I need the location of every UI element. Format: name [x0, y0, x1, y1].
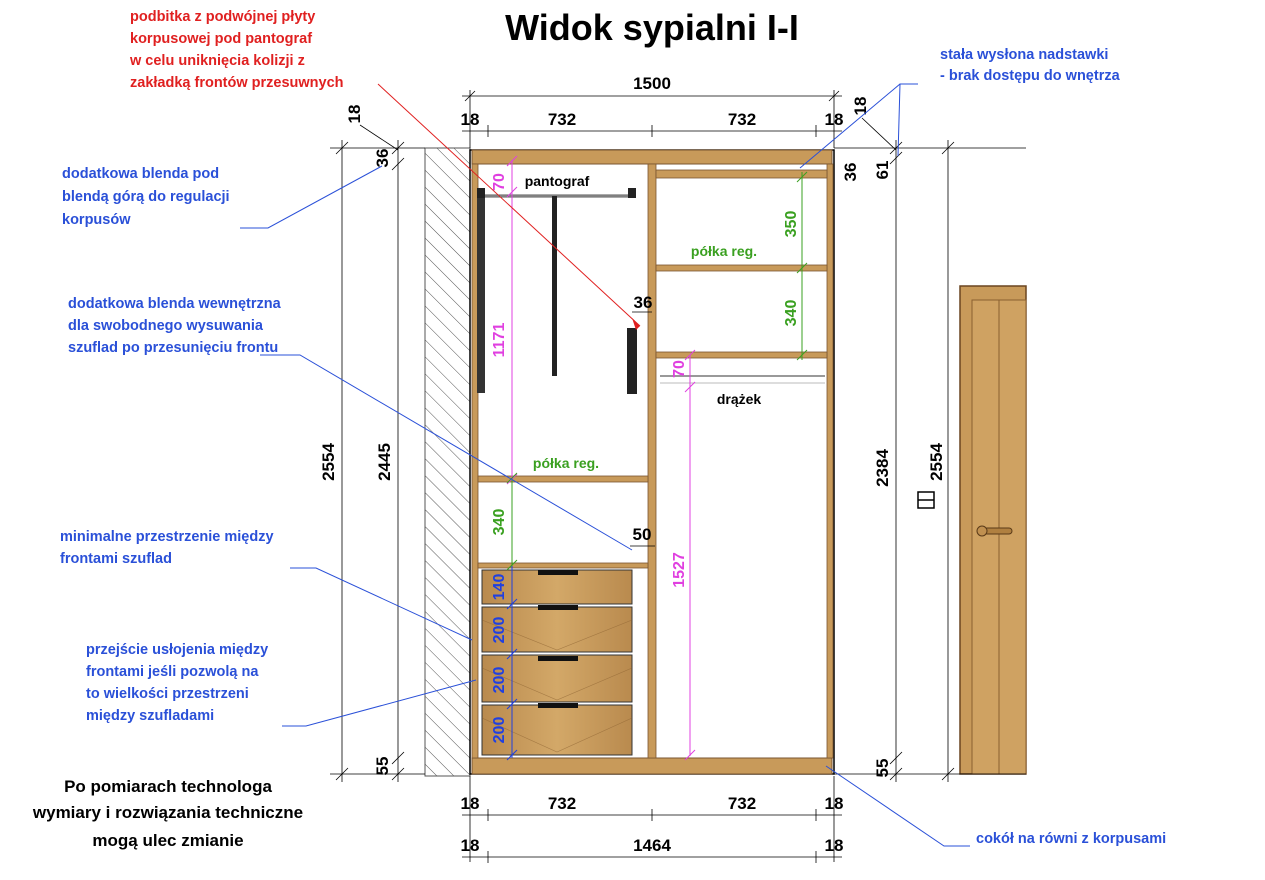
- dim-left-inner: 2445: [375, 443, 394, 481]
- note-plinth: cokół na równi z korpusami: [976, 831, 1166, 847]
- socket-icon: [917, 491, 935, 509]
- dim-right-inner: 2384: [873, 449, 892, 487]
- note-pantograph-backing: podbitka z podwójnej płyty korpusowej po…: [129, 9, 344, 91]
- svg-text:blendą górą do regulacji: blendą górą do regulacji: [62, 189, 230, 205]
- drawer-handle-3: [538, 656, 578, 661]
- pantograph-mechanism: [477, 188, 637, 394]
- dim-shelf-gap-left: 340: [491, 509, 508, 536]
- dim-top-total: 1500: [633, 74, 671, 93]
- svg-text:Po pomiarach technologa: Po pomiarach technologa: [64, 777, 272, 796]
- dim-panto-top: 70: [491, 173, 508, 191]
- drawer-front-4: [481, 704, 633, 756]
- leader-red-note: [377, 83, 641, 327]
- dim-top-right: 732: [728, 110, 756, 129]
- svg-text:wymiary i rozwiązania technicz: wymiary i rozwiązania techniczne: [32, 803, 303, 822]
- label-shelf-right: półka reg.: [691, 243, 757, 259]
- dim-drawer-1: 140: [491, 574, 508, 601]
- svg-text:frontami szuflad: frontami szuflad: [60, 551, 172, 567]
- dim-left-top-corner: 18: [345, 105, 364, 124]
- dim-bottom-left: 732: [548, 794, 576, 813]
- drawer-handle-1: [538, 570, 578, 575]
- bottom-dimensions: [462, 776, 842, 863]
- svg-text:przejście usłojenia między: przejście usłojenia między: [86, 642, 268, 658]
- dim-right-top-a: 36: [841, 163, 860, 182]
- top-dimensions: [462, 90, 842, 148]
- arrow-red-icon: [632, 318, 640, 330]
- note-inner-blende: dodatkowa blenda wewnętrzna dla swobodne…: [68, 296, 282, 356]
- dim-rod-height: 1527: [671, 552, 688, 588]
- svg-text:szuflad po przesunięciu frontu: szuflad po przesunięciu frontu: [68, 340, 278, 356]
- dim-right-total: 2554: [927, 443, 946, 481]
- dim-drawer-2: 200: [491, 617, 508, 644]
- svg-text:w celu uniknięcia kolizji z: w celu uniknięcia kolizji z: [129, 53, 305, 69]
- note-min-space: minimalne przestrzenie między frontami s…: [60, 529, 274, 567]
- label-rod: drążek: [717, 391, 762, 407]
- dim-right-top-corner: 18: [851, 97, 870, 116]
- svg-text:korpusowej pod pantograf: korpusowej pod pantograf: [130, 31, 312, 47]
- dim-top-left-end: 18: [461, 110, 480, 129]
- drawer-stack: [481, 569, 633, 756]
- blue-leaders: [240, 83, 970, 847]
- dim-right-bottom: 55: [873, 759, 892, 778]
- drawing-title: Widok sypialni I-I: [505, 7, 799, 48]
- clothes-rod: [660, 375, 825, 384]
- drawer-handle-2: [538, 605, 578, 610]
- dim-panto-height: 1171: [491, 323, 508, 358]
- svg-text:podbitka z podwójnej płyty: podbitka z podwójnej płyty: [130, 9, 315, 25]
- dim-panto-side: 36: [634, 293, 653, 312]
- dim-bottom-right-end: 18: [825, 794, 844, 813]
- dim-bottom2-total: 1464: [633, 836, 671, 855]
- svg-text:między szufladami: między szufladami: [86, 708, 214, 724]
- drawer-front-2: [481, 606, 633, 653]
- svg-text:to wielkości przestrzeni: to wielkości przestrzeni: [86, 686, 249, 702]
- shelf-dimensions: [506, 171, 808, 571]
- svg-text:stała wysłona nadstawki: stała wysłona nadstawki: [940, 47, 1108, 63]
- left-dimensions: [330, 124, 425, 782]
- label-shelf-left: półka reg.: [533, 455, 599, 471]
- label-pantograph: pantograf: [525, 173, 590, 189]
- svg-text:dla swobodnego wysuwania: dla swobodnego wysuwania: [68, 318, 264, 334]
- svg-text:korpusów: korpusów: [62, 212, 131, 228]
- dim-right-shelf-2: 340: [783, 300, 800, 327]
- svg-text:- brak dostępu do wnętrza: - brak dostępu do wnętrza: [940, 68, 1121, 84]
- wardrobe-carcass: [469, 149, 835, 775]
- dim-drawer-3: 200: [491, 667, 508, 694]
- svg-text:frontami jeśli pozwolą na: frontami jeśli pozwolą na: [86, 664, 259, 680]
- dim-bottom-left-end: 18: [461, 794, 480, 813]
- dim-bottom-right: 732: [728, 794, 756, 813]
- note-fixed-top: stała wysłona nadstawki - brak dostępu d…: [940, 47, 1121, 84]
- dim-top-left: 732: [548, 110, 576, 129]
- svg-text:minimalne przestrzenie między: minimalne przestrzenie między: [60, 529, 274, 545]
- wall-section: [424, 147, 471, 777]
- note-top-blende: dodatkowa blenda pod blendą górą do regu…: [62, 166, 230, 228]
- svg-text:mogą ulec zmianie: mogą ulec zmianie: [92, 831, 243, 850]
- dim-bottom2-left-end: 18: [461, 836, 480, 855]
- drawer-dimensions: [506, 566, 518, 761]
- right-dimensions: [861, 117, 955, 782]
- dim-rod-top: 70: [671, 360, 688, 378]
- dim-drawer-4: 200: [491, 717, 508, 744]
- svg-text:dodatkowa blenda pod: dodatkowa blenda pod: [62, 166, 219, 182]
- note-disclaimer: Po pomiarach technologa wymiary i rozwią…: [32, 777, 303, 850]
- dim-top-right-end: 18: [825, 110, 844, 129]
- dim-bottom2-right-end: 18: [825, 836, 844, 855]
- note-grain-transition: przejście usłojenia między frontami jeśl…: [86, 642, 268, 724]
- dim-gap-50: 50: [633, 525, 652, 544]
- dim-left-bottom: 55: [373, 757, 392, 776]
- dim-left-total: 2554: [319, 443, 338, 481]
- svg-text:zakładką frontów przesuwnych: zakładką frontów przesuwnych: [130, 75, 344, 91]
- dim-right-top-b: 61: [873, 161, 892, 180]
- svg-text:dodatkowa blenda wewnętrzna: dodatkowa blenda wewnętrzna: [68, 296, 282, 312]
- drawer-handle-4: [538, 703, 578, 708]
- drawer-front-1: [481, 569, 633, 605]
- dim-left-top-small: 36: [373, 149, 392, 168]
- pantograph-dimensions: [506, 155, 696, 761]
- room-door: [959, 285, 1027, 775]
- dim-right-shelf-1: 350: [783, 211, 800, 238]
